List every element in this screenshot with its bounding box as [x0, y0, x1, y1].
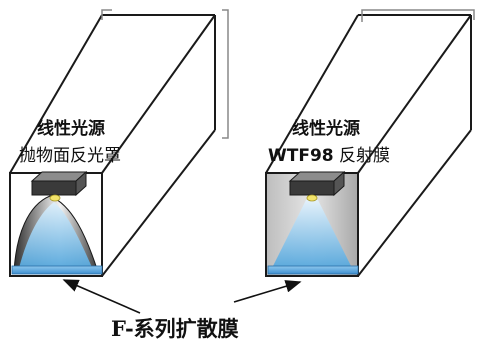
right-subtitle-text: 反射膜 [334, 146, 390, 166]
right-light-box: 线性光源 WTF98 反射膜 [265, 9, 475, 277]
right-led-housing [288, 170, 346, 197]
diffuser-caption: F-系列扩散膜 [111, 316, 239, 340]
left-arrow [62, 279, 141, 314]
right-diffuser-film [267, 265, 359, 275]
right-box-body-outline [265, 14, 472, 277]
left-light-beam [18, 202, 94, 272]
right-led-chip [306, 194, 318, 202]
caption-arrows [62, 279, 302, 314]
right-light-beam [270, 200, 354, 272]
right-arrow [233, 280, 302, 303]
left-led-chip [49, 194, 61, 202]
left-diffuser-film [11, 265, 103, 275]
left-led-housing [30, 170, 88, 197]
right-subtitle-code: WTF98 [268, 146, 334, 166]
left-light-box: 线性光源 抛物面反光罩 [9, 9, 229, 277]
right-subtitle: WTF98 反射膜 [268, 146, 390, 166]
left-box-corner-marks [101, 9, 229, 139]
left-subtitle: 抛物面反光罩 [19, 146, 121, 166]
left-box-body-outline [9, 14, 216, 277]
right-title: 线性光源 [292, 118, 360, 139]
left-title: 线性光源 [37, 118, 105, 139]
right-box-corner-marks [361, 9, 475, 22]
